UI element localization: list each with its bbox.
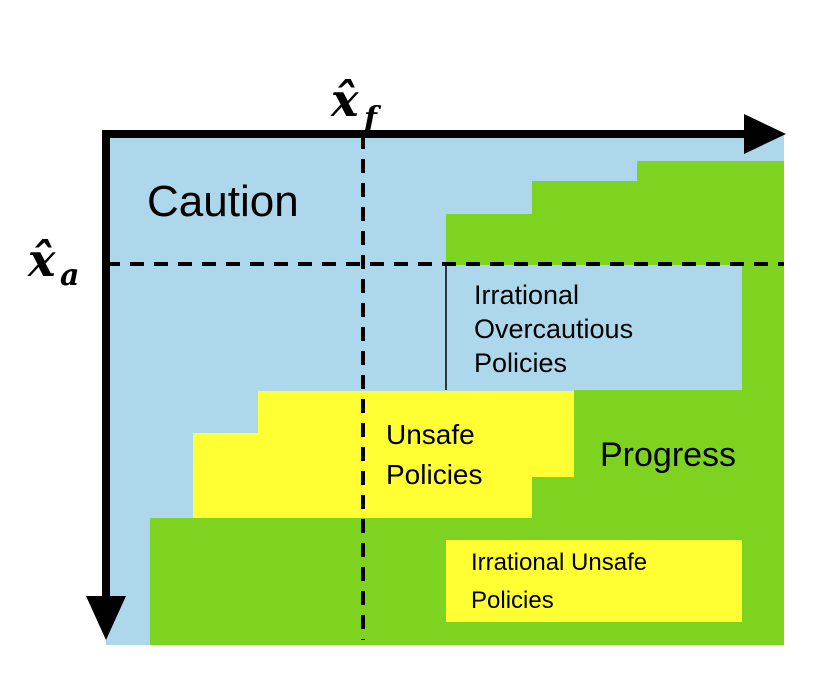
irrational-overcautious-label-line-3: Policies bbox=[474, 348, 567, 378]
y-axis-label-subscript: a bbox=[60, 258, 79, 293]
irrational-unsafe-region bbox=[446, 540, 742, 622]
irrational-overcautious-label-line-1: Irrational bbox=[474, 280, 579, 310]
irrational-overcautious-label-line-2: Overcautious bbox=[474, 314, 633, 344]
irrational-unsafe-label-line-2: Policies bbox=[471, 587, 554, 614]
unsafe-label-line-1: Unsafe bbox=[386, 419, 475, 450]
unsafe-label-line-2: Policies bbox=[386, 459, 482, 490]
y-axis-arrowhead bbox=[86, 596, 126, 640]
progress-label: Progress bbox=[600, 436, 736, 474]
irrational-unsafe-label-line-1: Irrational Unsafe bbox=[471, 549, 647, 576]
x-axis-label: x̂ bbox=[330, 73, 359, 127]
caution-label: Caution bbox=[147, 177, 299, 226]
x-axis-arrowhead bbox=[744, 114, 786, 154]
irrational-overcautious-region bbox=[446, 265, 742, 390]
y-axis-label: x̂ bbox=[27, 233, 56, 287]
unsafe-region bbox=[193, 391, 574, 518]
